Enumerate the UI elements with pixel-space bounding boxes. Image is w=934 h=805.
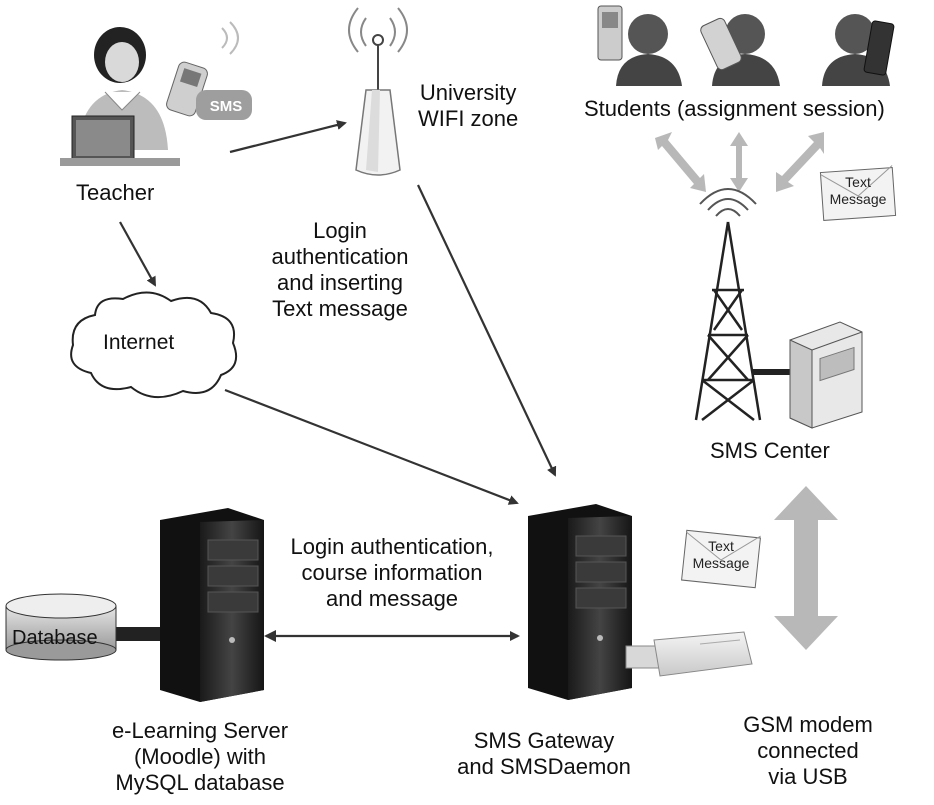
text-message-top-line2: Message [829, 191, 887, 207]
tower-server-icon [528, 504, 632, 700]
sms-gateway-line1: SMS Gateway [473, 728, 615, 753]
login-inserting-line3: and inserting [277, 270, 403, 295]
gsm-modem-line3: via USB [768, 764, 848, 789]
gsm-modem-line1: GSM modem [743, 712, 873, 737]
arrow-teacher-to-wifi [229, 120, 347, 154]
mobile-phone-icon [166, 21, 252, 120]
wireless-arrows [655, 132, 824, 192]
students-label: Students (assignment session) [584, 96, 885, 121]
wifi-zone-label: University WIFI zone [418, 80, 518, 132]
login-inserting-line2: authentication [271, 244, 409, 269]
arrow-student2-tower [730, 132, 748, 192]
student-with-phone-icon [700, 14, 780, 86]
login-course-label: Login authentication, course information… [262, 534, 522, 612]
internet-label: Internet [103, 331, 175, 354]
elearning-server-label: e-Learning Server (Moodle) with MySQL da… [88, 718, 312, 796]
elearning-server-line1: e-Learning Server [111, 718, 289, 743]
sms-badge-label: SMS [209, 98, 243, 115]
login-inserting-line4: Text message [272, 296, 408, 321]
arrow-wifi-to-gateway [417, 184, 557, 477]
wifi-zone-label-line1: University [419, 80, 517, 105]
elearning-server-line3: MySQL database [115, 770, 285, 795]
cloud-icon [70, 291, 237, 398]
arrow-teacher-to-internet [119, 221, 156, 287]
cell-tower-icon [694, 188, 790, 421]
database-label: Database [12, 627, 98, 649]
teacher-with-laptop-icon [60, 27, 180, 166]
sms-center-label: SMS Center [710, 438, 830, 463]
text-message-bottom-line1: Text [708, 538, 734, 554]
elearning-server-line2: (Moodle) with [133, 744, 267, 769]
arrow-internet-to-gateway [224, 388, 519, 505]
sms-gateway-line2: and SMSDaemon [457, 754, 631, 779]
arrow-student1-tower [655, 132, 706, 192]
database-cylinder-icon [5, 593, 164, 661]
student-with-phone-icon [597, 5, 682, 86]
text-message-bottom-line2: Message [692, 555, 750, 571]
envelope-icon [681, 529, 761, 589]
arrow-sms-center-modem [774, 486, 838, 650]
login-inserting-label: Login authentication and inserting Text … [250, 218, 430, 322]
server-cabinet-icon [789, 321, 863, 429]
login-course-line1: Login authentication, [290, 534, 494, 559]
usb-modem-icon [625, 631, 753, 677]
student-with-phone-icon [822, 14, 895, 86]
wifi-zone-label-line2: WIFI zone [418, 106, 519, 131]
connection-arrows [119, 120, 557, 642]
gsm-modem-line2: connected [757, 738, 859, 763]
teacher-label: Teacher [76, 180, 155, 205]
text-message-top-label: Text Message [822, 174, 894, 208]
sms-gateway-label: SMS Gateway and SMSDaemon [446, 728, 642, 780]
login-course-line2: course information [301, 560, 483, 585]
login-course-line3: and message [325, 586, 459, 611]
tower-server-icon [160, 508, 264, 702]
arrow-student3-tower [776, 132, 824, 192]
wifi-antenna-icon [348, 7, 408, 176]
text-message-top-line1: Text [845, 174, 871, 190]
gsm-modem-label: GSM modem connected via USB [722, 712, 894, 790]
text-message-bottom-label: Text Message [684, 538, 758, 572]
envelope-icon [819, 165, 897, 221]
login-inserting-line1: Login [313, 218, 367, 243]
